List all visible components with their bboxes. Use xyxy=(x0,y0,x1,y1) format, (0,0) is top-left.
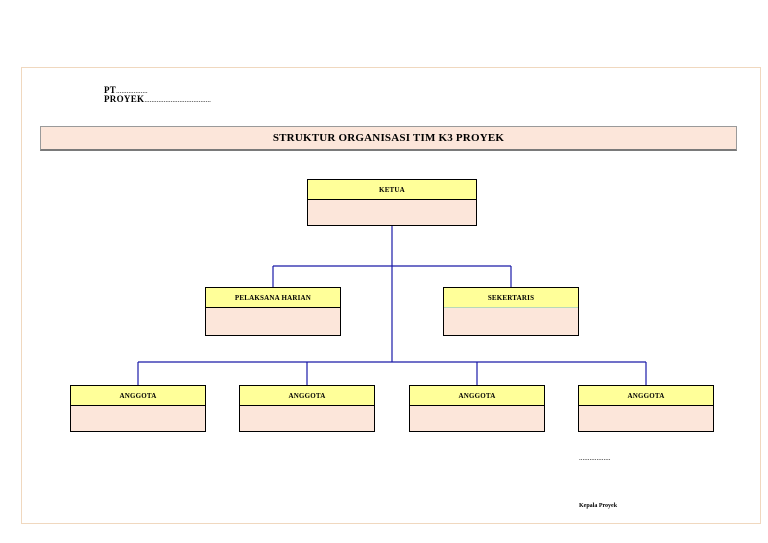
company-label: PT xyxy=(104,85,117,95)
page-frame xyxy=(21,67,761,524)
page-title-text: STRUKTUR ORGANISASI TIM K3 PROYEK xyxy=(272,132,505,144)
signature-dots: .................. xyxy=(579,454,611,462)
node-pelaksana-harian: PELAKSANA HARIAN xyxy=(205,287,341,336)
node-anggota-4: ANGGOTA xyxy=(578,385,714,432)
node-ketua-label: KETUA xyxy=(308,180,476,200)
company-line: PT.................. xyxy=(104,85,148,95)
node-anggota-3-label: ANGGOTA xyxy=(410,386,544,406)
node-anggota-2-label: ANGGOTA xyxy=(240,386,374,406)
page-title: STRUKTUR ORGANISASI TIM K3 PROYEK xyxy=(40,126,737,151)
node-anggota-2: ANGGOTA xyxy=(239,385,375,432)
node-sekertaris: SEKERTARIS xyxy=(443,287,579,336)
project-dots: ...................................... xyxy=(144,96,211,104)
project-label: PROYEK xyxy=(104,94,145,104)
node-anggota-1: ANGGOTA xyxy=(70,385,206,432)
node-anggota-3: ANGGOTA xyxy=(409,385,545,432)
company-dots: .................. xyxy=(116,87,148,95)
node-ketua: KETUA xyxy=(307,179,477,226)
node-sekertaris-label: SEKERTARIS xyxy=(444,288,578,308)
node-anggota-4-label: ANGGOTA xyxy=(579,386,713,406)
project-line: PROYEK..................................… xyxy=(104,94,211,104)
node-pelaksana-harian-label: PELAKSANA HARIAN xyxy=(206,288,340,308)
signature-label: Kepala Proyek xyxy=(579,503,618,509)
node-anggota-1-label: ANGGOTA xyxy=(71,386,205,406)
